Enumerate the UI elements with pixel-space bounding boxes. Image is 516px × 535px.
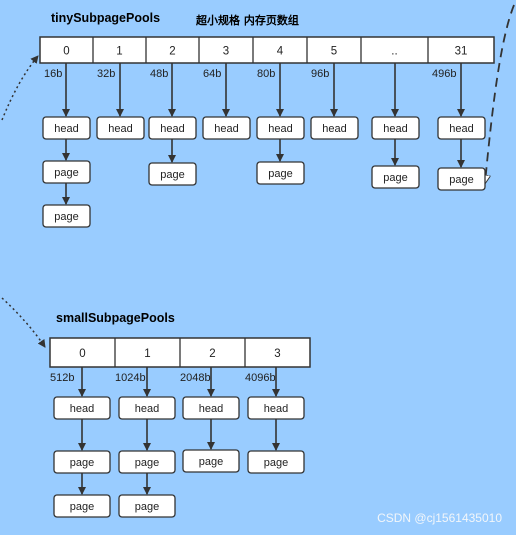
small-page-label: page xyxy=(135,457,159,469)
tiny-head-box xyxy=(96,116,145,140)
small-page-label: page xyxy=(70,457,94,469)
tiny-size-label: 64b xyxy=(203,68,221,80)
tiny-page-label: page xyxy=(54,211,78,223)
tiny-subtitle: 超小规格 内存页数组 xyxy=(196,14,299,27)
tiny-cell-index: 31 xyxy=(455,46,468,58)
small-cell-index: 3 xyxy=(274,348,280,360)
small-size-label: 512b xyxy=(50,372,74,384)
small-head-label: head xyxy=(135,403,159,415)
tiny-head-label: head xyxy=(108,123,132,135)
small-page-box xyxy=(182,449,240,473)
small-size-label: 4096b xyxy=(245,372,276,384)
small-page-box xyxy=(247,450,305,474)
small-page-box xyxy=(53,494,111,518)
tiny-array xyxy=(39,36,495,64)
small-cell-index: 2 xyxy=(209,348,215,360)
tiny-head-label: head xyxy=(160,123,184,135)
dashed-link-arrow xyxy=(485,4,515,183)
tiny-page-box xyxy=(371,165,420,189)
tiny-head-label: head xyxy=(322,123,346,135)
tiny-cell-index: 1 xyxy=(116,46,122,58)
tiny-head-label: head xyxy=(268,123,292,135)
tiny-page-box xyxy=(148,162,197,186)
tiny-page-label: page xyxy=(54,167,78,179)
small-page-label: page xyxy=(199,456,223,468)
small-size-label: 2048b xyxy=(180,372,211,384)
small-page-label: page xyxy=(264,457,288,469)
tiny-cell-index: 3 xyxy=(223,46,229,58)
small-head-label: head xyxy=(70,403,94,415)
small-page-box xyxy=(118,494,176,518)
tiny-head-label: head xyxy=(54,123,78,135)
small-page-label: page xyxy=(135,501,159,513)
tiny-head-label: head xyxy=(214,123,238,135)
tiny-page-label: page xyxy=(383,172,407,184)
incoming-dotted-arrow-small xyxy=(1,297,46,348)
small-head-label: head xyxy=(264,403,288,415)
tiny-cell-index: .. xyxy=(391,46,397,58)
incoming-dotted-arrow-tiny xyxy=(1,55,39,121)
tiny-size-label: 96b xyxy=(311,68,329,80)
tiny-cell-index: 5 xyxy=(331,46,337,58)
tiny-size-label: 48b xyxy=(150,68,168,80)
tiny-size-label: 496b xyxy=(432,68,456,80)
small-cell-index: 1 xyxy=(144,348,150,360)
small-cell-index: 0 xyxy=(79,348,85,360)
tiny-size-label: 16b xyxy=(44,68,62,80)
small-title: smallSubpagePools xyxy=(56,311,175,325)
tiny-page-box xyxy=(42,204,91,228)
tiny-page-box xyxy=(437,167,486,191)
tiny-page-box xyxy=(256,161,305,185)
small-head-label: head xyxy=(199,403,223,415)
tiny-page-label: page xyxy=(268,168,292,180)
small-size-label: 1024b xyxy=(115,372,146,384)
tiny-cell-index: 4 xyxy=(277,46,284,58)
tiny-head-label: head xyxy=(449,123,473,135)
small-page-label: page xyxy=(70,501,94,513)
tiny-page-label: page xyxy=(449,174,473,186)
tiny-head-box xyxy=(310,116,359,140)
tiny-cell-index: 2 xyxy=(169,46,175,58)
small-subpage-pools: 0 512b head page page 1 1024b head page page 2 2048… xyxy=(49,337,311,518)
watermark: CSDN @cj1561435010 xyxy=(377,511,502,525)
tiny-title: tinySubpagePools xyxy=(51,11,161,25)
tiny-size-label: 32b xyxy=(97,68,115,80)
tiny-head-box xyxy=(202,116,251,140)
tiny-size-label: 80b xyxy=(257,68,275,80)
tiny-cell-index: 0 xyxy=(63,46,69,58)
tiny-page-label: page xyxy=(160,169,184,181)
tiny-head-label: head xyxy=(383,123,407,135)
